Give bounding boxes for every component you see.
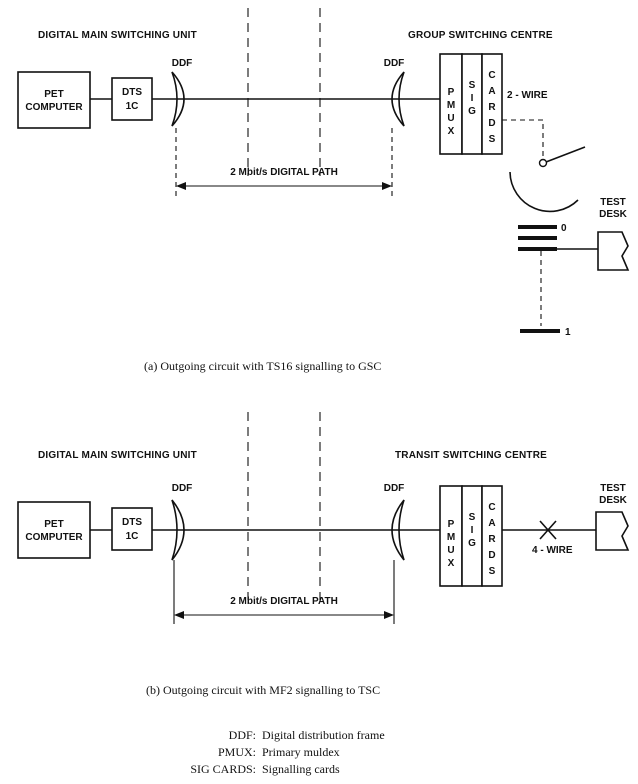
sig-letter: S bbox=[469, 80, 476, 91]
diagram-a-path-arrowhead-left bbox=[176, 182, 186, 190]
diagram-b-crosspoint-b bbox=[539, 520, 557, 540]
pmux-letter: X bbox=[448, 558, 455, 569]
diagram-b-dts-label-line1: DTS bbox=[122, 517, 142, 528]
diagram-b-test-desk-label-line1: TEST bbox=[600, 483, 626, 494]
pmux-letter: X bbox=[448, 126, 455, 137]
cards-letter: S bbox=[489, 134, 496, 145]
diagram-a-switch-arc bbox=[509, 171, 579, 213]
diagram-a-test-desk-shape bbox=[597, 231, 630, 271]
diagram-a-right-site-title: GROUP SWITCHING CENTRE bbox=[408, 30, 553, 41]
diagram-b-cards-box bbox=[481, 485, 503, 587]
diagram-a-cards-letters: C A R D S bbox=[488, 70, 496, 145]
legend-definition: Signalling cards bbox=[262, 762, 340, 776]
diagram-b-cards-letters: C A R D S bbox=[488, 502, 496, 577]
diagram-a-ddf-left-shape bbox=[171, 71, 185, 127]
cards-letter: D bbox=[488, 118, 495, 129]
diagram-a-two-wire-link bbox=[502, 119, 544, 160]
diagram-b: DIGITAL MAIN SWITCHING UNIT TRANSIT SWIT… bbox=[17, 412, 630, 697]
abbreviation-legend: DDF: Digital distribution frame PMUX: Pr… bbox=[190, 728, 384, 776]
diagram-a-left-site-title: DIGITAL MAIN SWITCHING UNIT bbox=[38, 30, 197, 41]
diagram-a-pet-label-line1: PET bbox=[44, 89, 63, 100]
diagram-b-test-desk-shape bbox=[595, 511, 630, 551]
sig-letter: I bbox=[471, 93, 474, 104]
legend-term: DDF: bbox=[229, 728, 256, 742]
diagram-b-dts-label-line2: 1C bbox=[126, 531, 139, 542]
diagram-a-ddf-right-label: DDF bbox=[384, 58, 405, 69]
legend-term: PMUX: bbox=[218, 745, 256, 759]
sig-letter: G bbox=[468, 538, 476, 549]
diagram-b-path-label: 2 Mbit/s DIGITAL PATH bbox=[230, 596, 338, 607]
cards-letter: C bbox=[488, 70, 495, 81]
diagram-b-ddf-right-label: DDF bbox=[384, 483, 405, 494]
diagram-b-path-arrowhead-right bbox=[384, 611, 394, 619]
pmux-letter: P bbox=[448, 87, 455, 98]
diagram-a-dts-box bbox=[111, 77, 153, 121]
diagram-b-pet-computer-box bbox=[17, 501, 91, 559]
diagram-a-path-label: 2 Mbit/s DIGITAL PATH bbox=[230, 167, 338, 178]
diagram-a-sig-letters: S I G bbox=[468, 80, 476, 117]
cards-letter: A bbox=[488, 518, 495, 529]
diagram-a-pmux-letters: P M U X bbox=[447, 87, 455, 137]
pmux-letter: M bbox=[447, 532, 455, 543]
diagram-a-path-arrowhead-right bbox=[382, 182, 392, 190]
diagram-b-ddf-left-shape bbox=[171, 499, 185, 561]
diagram-a-switch-position-1: 1 bbox=[565, 327, 571, 338]
diagram-b-sig-box bbox=[461, 485, 483, 587]
pmux-letter: U bbox=[447, 113, 454, 124]
diagram-b-dts-box bbox=[111, 507, 153, 551]
diagram-a-test-desk-label-line2: DESK bbox=[599, 209, 628, 220]
legend-definition: Primary muldex bbox=[262, 745, 340, 759]
diagram-a-dts-label-line2: 1C bbox=[126, 101, 139, 112]
diagram-b-test-desk-label-line2: DESK bbox=[599, 495, 628, 506]
diagram-b-ddf-right-shape bbox=[391, 499, 405, 561]
diagram-a-cards-box bbox=[481, 53, 503, 155]
legend-definition: Digital distribution frame bbox=[262, 728, 385, 742]
diagram-a-ddf-left-label: DDF bbox=[172, 58, 193, 69]
diagram-a-wire-label: 2 - WIRE bbox=[507, 90, 548, 101]
pmux-letter: U bbox=[447, 545, 454, 556]
diagram-a-pet-computer-box bbox=[17, 71, 91, 129]
diagram-a-ddf-right-shape bbox=[391, 71, 405, 127]
diagram-b-path-arrowhead-left bbox=[174, 611, 184, 619]
diagram-b-pmux-letters: P M U X bbox=[447, 519, 455, 569]
diagram-a: DIGITAL MAIN SWITCHING UNIT GROUP SWITCH… bbox=[17, 8, 630, 373]
pmux-letter: M bbox=[447, 100, 455, 111]
diagram-a-sig-box bbox=[461, 53, 483, 155]
diagram-a-test-desk-label-line1: TEST bbox=[600, 197, 626, 208]
diagram-b-pet-label-line1: PET bbox=[44, 519, 63, 530]
diagram-b-right-site-title: TRANSIT SWITCHING CENTRE bbox=[395, 450, 547, 461]
diagram-a-caption: (a) Outgoing circuit with TS16 signallin… bbox=[144, 359, 381, 373]
pmux-letter: P bbox=[448, 519, 455, 530]
diagram-a-switch-pivot bbox=[538, 158, 548, 168]
diagram-a-pet-label-line2: COMPUTER bbox=[25, 102, 83, 113]
cards-letter: S bbox=[489, 566, 496, 577]
diagram-b-pet-label-line2: COMPUTER bbox=[25, 532, 83, 543]
diagram-b-sig-letters: S I G bbox=[468, 512, 476, 549]
cards-letter: C bbox=[488, 502, 495, 513]
sig-letter: I bbox=[471, 525, 474, 536]
diagram-a-switch-position-0: 0 bbox=[561, 223, 567, 234]
diagram-b-wire-label: 4 - WIRE bbox=[532, 545, 573, 556]
diagram-a-dts-label-line1: DTS bbox=[122, 87, 142, 98]
cards-letter: R bbox=[488, 534, 496, 545]
diagram-b-caption: (b) Outgoing circuit with MF2 signalling… bbox=[146, 683, 380, 697]
diagram-b-left-site-title: DIGITAL MAIN SWITCHING UNIT bbox=[38, 450, 197, 461]
cards-letter: D bbox=[488, 550, 495, 561]
legend-term: SIG CARDS: bbox=[190, 762, 256, 776]
cards-letter: A bbox=[488, 86, 495, 97]
cards-letter: R bbox=[488, 102, 496, 113]
diagram-b-ddf-left-label: DDF bbox=[172, 483, 193, 494]
sig-letter: S bbox=[469, 512, 476, 523]
sig-letter: G bbox=[468, 106, 476, 117]
diagram-a-switch-arm bbox=[545, 146, 586, 163]
